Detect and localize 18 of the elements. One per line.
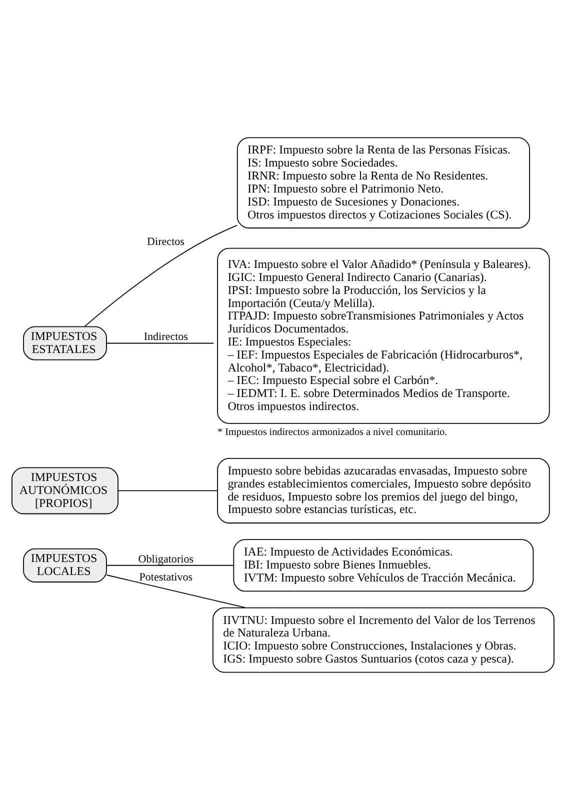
edge-label: Directos bbox=[147, 236, 184, 248]
node-box: IRPF: Impuesto sobre la Renta de las Personas Físicas. IS: Impuesto sobre Sociedades. IRNR: Impuesto sobre la Renta de No Residentes. IPN: Impuesto sobre el Patrimonio Neto. ISD: Impuesto de Sucesiones y Donaciones. Otros impuestos directos y Cotizaciones Sociales (CS). bbox=[236, 136, 530, 228]
connector bbox=[106, 342, 214, 344]
node-box: Impuesto sobre bebidas azucaradas envasadas, Impuesto sobre grandes establecimientos comerciales, Impuesto sobre depósito de residuos, Impuesto sobre los premios del juego del bingo, Impuesto sobre estancias turísticas, etc. bbox=[217, 458, 550, 523]
edge-label: Indirectos bbox=[144, 330, 188, 343]
node-box: IIVTNU: Impuesto sobre el Incremento del Valor de los Terrenos de Naturaleza Urbana. ICIO: Impuesto sobre Construcciones, Instalaciones y Obras. IGS: Impuesto sobre Gastos Suntuarios (cotos caza y pesca). bbox=[212, 606, 554, 672]
edge-label: Obligatorios bbox=[138, 552, 194, 565]
node-label: * Impuestos indirectos armonizados a nivel comunitario. bbox=[218, 426, 448, 438]
node-box: IMPUESTOS LOCALES bbox=[23, 548, 107, 582]
node-box: IMPUESTOS ESTATALES bbox=[23, 326, 107, 360]
node-box: IVA: Impuesto sobre el Valor Añadido* (Península y Baleares). IGIC: Impuesto General Indirecto Canario (Canarias). IPSI: Impuesto sobre la Producción, los Servicios y la Importación (Ceuta/y Melilla). ITPAJD: Impuesto sobreTransmisiones Patrimoniales y Actos Jurídicos Documentados. IE: Impuestos Especiales: – IEF: Impuestos Especiales de Fabricación (Hidrocarburos*, Alcohol*, Tabaco*, Electricidad). – IEC: Impuesto Especial sobre el Carbón*. – IEDMT: I. E. sobre Determinados Medios de Transporte. Otros impuestos indirectos. bbox=[217, 247, 550, 424]
connector bbox=[118, 490, 218, 491]
node-box: IAE: Impuesto de Actividades Económicas. IBI: Impuesto sobre Bienes Inmuebles. IVTM: Impuesto sobre Vehículos de Tracción Mecánica. bbox=[233, 538, 534, 592]
connector bbox=[106, 574, 246, 608]
node-box: IMPUESTOS AUTONÓMICOS [PROPIOS] bbox=[12, 466, 118, 514]
connector bbox=[84, 224, 238, 327]
connector bbox=[106, 564, 234, 566]
edge-label: Potestativos bbox=[139, 571, 193, 584]
